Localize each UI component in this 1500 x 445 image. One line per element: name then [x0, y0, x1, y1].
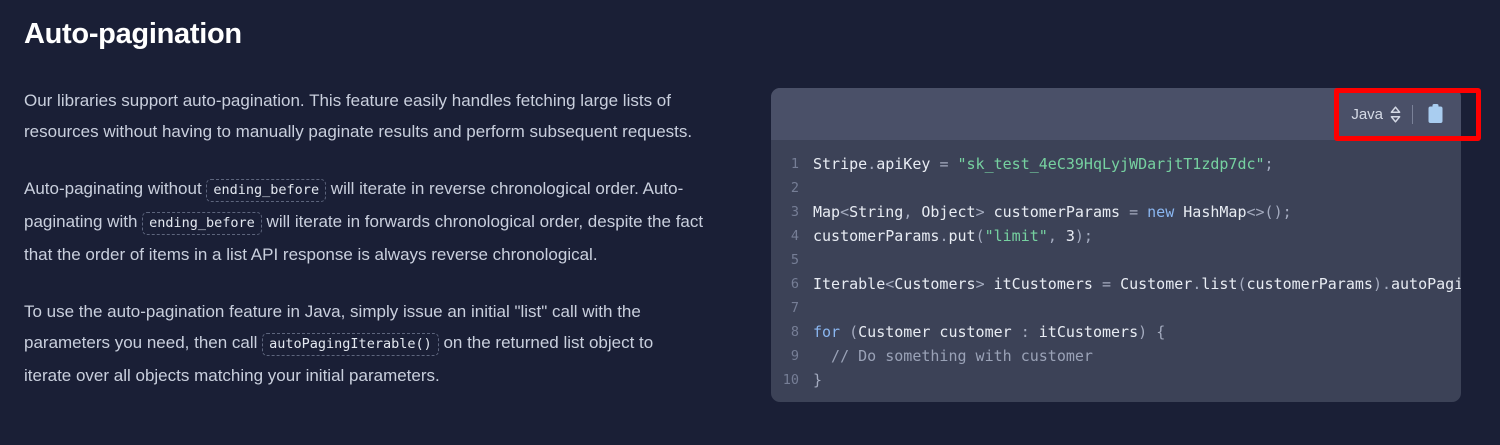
code-line-number: 6 [790, 276, 799, 292]
language-selector[interactable]: Java [1351, 106, 1401, 123]
paragraph-usage-part2: on the returned list object to iterate o… [24, 333, 654, 386]
code-line: 3 Map<String, Object> customerParams = ne… [771, 200, 1461, 224]
code-sample-body[interactable]: 1 Stripe.apiKey = "sk_test_4eC39HqLyjWDar… [771, 140, 1461, 402]
code-line-content: for (Customer customer : itCustomers) { [813, 323, 1166, 341]
code-line: 1 Stripe.apiKey = "sk_test_4eC39HqLyjWDar… [771, 152, 1461, 176]
code-line-number: 3 [790, 204, 799, 220]
inline-code-ending-before-1: ending_before [206, 179, 327, 203]
paragraph-intro-text: Our libraries support auto-pagination. T… [24, 91, 693, 142]
prose-column: Auto-pagination Our libraries support au… [24, 18, 704, 391]
copy-to-clipboard-button[interactable] [1424, 101, 1447, 127]
code-line-content: Map<String, Object> customerParams = new… [813, 203, 1292, 221]
code-line: 4 customerParams.put("limit", 3); [771, 224, 1461, 248]
inline-code-ending-before-2: ending_before [142, 212, 262, 236]
inline-code-auto-paging-iterable: autoPagingIterable() [262, 333, 439, 357]
paragraph-ordering-part3: will iterate in forwards chronological o… [24, 212, 704, 265]
paragraph-intro: Our libraries support auto-pagination. T… [24, 85, 704, 147]
code-line: 6 Iterable<Customers> itCustomers = Custo… [771, 272, 1461, 296]
code-line: 8 for (Customer customer : itCustomers) { [771, 320, 1461, 344]
code-sample-header: Java [771, 88, 1461, 140]
paragraph-ordering: Auto-paginating without ending_before wi… [24, 173, 704, 270]
paragraph-ordering-part2: will iterate in reverse chronological or… [24, 179, 684, 232]
code-line-number: 5 [790, 252, 799, 268]
code-sample-card: Java [771, 88, 1461, 402]
code-line: 5 [771, 248, 1461, 272]
chevron-up-down-icon [1390, 105, 1401, 123]
code-line-content: Iterable<Customers> itCustomers = Custom… [813, 275, 1461, 293]
code-line: 2 [771, 176, 1461, 200]
paragraph-ordering-part1: Auto-paginating without [24, 179, 207, 199]
code-line-number: 1 [790, 156, 799, 172]
code-line-number: 2 [790, 180, 799, 196]
code-line: 10} [771, 368, 1461, 392]
code-column: Java [760, 0, 1500, 445]
code-line-content: customerParams.put("limit", 3); [813, 227, 1093, 245]
code-line-content: Stripe.apiKey = "sk_test_4eC39HqLyjWDarj… [813, 155, 1274, 173]
code-line-content: // Do something with customer [813, 347, 1093, 365]
header-divider [1412, 104, 1413, 124]
code-line-content: } [813, 371, 823, 389]
code-line-number: 7 [790, 300, 799, 316]
code-header-controls: Java [1351, 101, 1447, 127]
code-line-number: 9 [790, 348, 799, 364]
code-line: 7 [771, 296, 1461, 320]
language-selector-label: Java [1351, 105, 1383, 123]
code-line: 9 // Do something with customer [771, 344, 1461, 368]
paragraph-usage: To use the auto-pagination feature in Ja… [24, 296, 704, 391]
code-line-number: 8 [790, 324, 799, 340]
code-line-number: 10 [782, 372, 799, 388]
code-line-number: 4 [790, 228, 799, 244]
paragraph-usage-part1: To use the auto-pagination feature in Ja… [24, 302, 641, 353]
page-title: Auto-pagination [24, 18, 242, 50]
